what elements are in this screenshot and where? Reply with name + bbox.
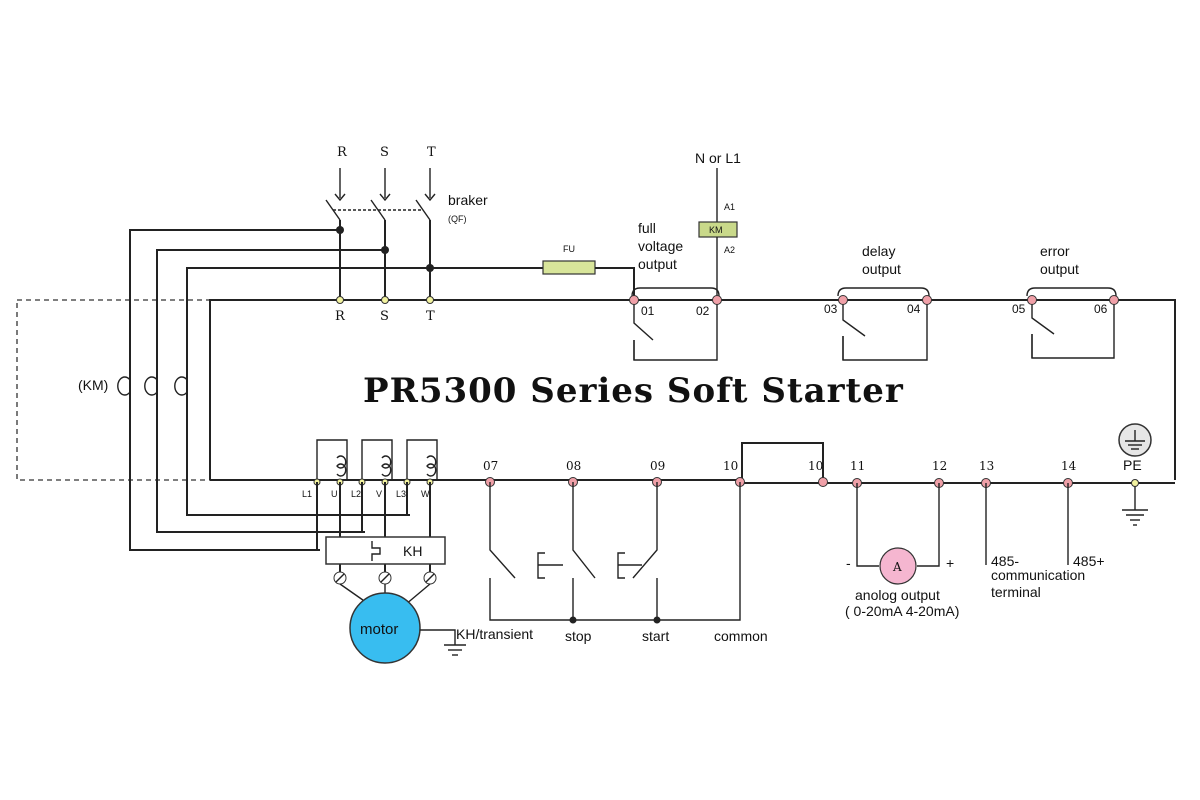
terminal-v: V [376,489,382,499]
terminal-06: 06 [1094,302,1108,316]
coil-a1-label: A1 [724,202,735,212]
terminal-04: 04 [907,302,921,316]
stop-label: stop [565,628,592,644]
contactor-coil [698,221,738,238]
relay-error: error output 05 06 [1012,243,1117,359]
thermal-relay: KH [325,536,446,565]
terminal-14: 14 [1061,459,1077,473]
motor-label: motor [360,621,398,638]
breaker-code: (QF) [448,214,467,224]
start-label: start [642,628,669,644]
pe-earth [1122,509,1148,526]
input-terminal-r: R [335,309,346,324]
relay-terminals [629,295,1119,305]
analog-output: 11 12 A - + anolog output ( 0-20mA 4-20m… [845,459,959,619]
analog-plus: + [946,555,954,571]
terminal-l3: L3 [396,489,406,499]
breaker-label: braker [448,192,488,208]
comm-label-1: communication [991,567,1085,583]
bypass-contactor-label: (KM) [78,377,108,393]
power-terminals: L1 U L2 V L3 W [302,439,438,499]
terminal-03: 03 [824,302,838,316]
delay-label-2: output [862,261,901,277]
supply-t-label: T [427,145,436,160]
ground-note: KH/transient [456,626,533,642]
error-label-2: output [1040,261,1079,277]
coil-a2-label: A2 [724,245,735,255]
rs485-plus: 485+ [1073,553,1105,569]
main-supply: R S T braker (QF) [325,145,488,300]
fuse [542,260,596,275]
terminal-10a: 10 [723,459,738,473]
relay-delay: delay output 03 04 [824,243,930,361]
supply-r-label: R [337,145,348,160]
analog-range: ( 0-20mA 4-20mA) [845,603,959,619]
rs485-minus: 485- [991,553,1019,569]
terminal-07: 07 [483,459,498,473]
error-label-1: error [1040,243,1070,259]
terminal-12: 12 [932,459,947,473]
bypass-wire-1 [129,229,340,551]
relay-full-voltage: full voltage output 01 02 [631,220,720,361]
terminal-05: 05 [1012,302,1026,316]
terminal-pe: PE [1123,457,1142,473]
bypass-wire-2 [156,249,385,533]
fuse-label: FU [563,244,575,254]
full-voltage-label-3: output [638,256,677,272]
module-outline [209,299,1176,480]
control-switches [489,482,741,624]
input-terminal-t: T [426,309,435,324]
bypass-enclosure [16,299,211,481]
terminal-w: W [421,489,430,499]
terminal-02: 02 [696,304,710,318]
terminal-l2: L2 [351,489,361,499]
bypass-contactor: (KM) [78,376,188,396]
terminal-13: 13 [979,459,994,473]
input-terminal-s: S [380,309,389,324]
thermal-relay-label: KH [403,543,422,559]
bypass-wire-3 [186,267,430,516]
pe-ground: PE [1118,423,1152,473]
terminal-09: 09 [650,459,665,473]
full-voltage-label-1: full [638,220,656,236]
terminal-u: U [331,489,338,499]
diagram-title: PR5300 Series Soft Starter [363,371,904,411]
ammeter-label: A [892,560,902,574]
terminal-10b: 10 [808,459,823,473]
comm-label-2: terminal [991,584,1041,600]
analog-minus: - [846,555,851,571]
breaker-blade-t [415,199,431,221]
contactor-coil-group: N or L1 A1 KM A2 [695,150,741,300]
terminal-l1: L1 [302,489,312,499]
control-terminals: 07 08 09 10 10 [483,459,828,487]
supply-s-label: S [380,145,389,160]
coil-label: KM [709,225,723,235]
full-voltage-label-2: voltage [638,238,683,254]
delay-label-1: delay [862,243,895,259]
motor [349,592,421,664]
input-terminals: R S T [335,296,435,324]
analog-label: anolog output [855,587,940,603]
terminal-01: 01 [641,304,655,318]
terminal-11: 11 [850,459,865,473]
coil-supply-label: N or L1 [695,150,741,166]
common-label: common [714,628,768,644]
comm-terminals: 13 14 485- 485+ communication terminal [979,459,1139,600]
terminal-08: 08 [566,459,581,473]
